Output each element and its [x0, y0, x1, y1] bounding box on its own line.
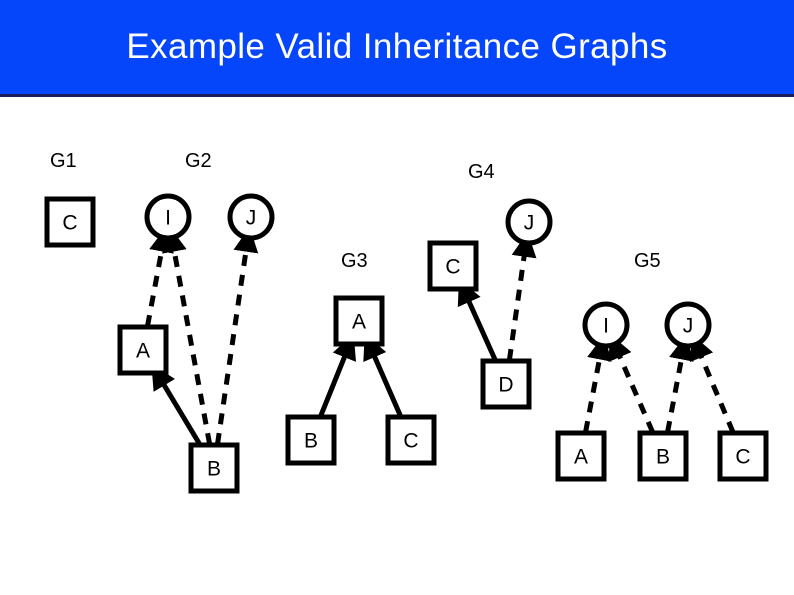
page-title: Example Valid Inheritance Graphs: [126, 27, 668, 66]
node-g3-c-shape[interactable]: [385, 414, 437, 466]
node-g5-c-shape[interactable]: [717, 430, 769, 482]
edge-g4-d-to-c: [457, 279, 498, 362]
node-g4-j-label: J: [524, 212, 535, 235]
graph-label-g3: G3: [341, 250, 368, 272]
node-g1-c-label: C: [62, 212, 77, 235]
node-g1-c-shape[interactable]: [44, 196, 96, 248]
edge-g5-a-to-i: [583, 334, 612, 433]
node-g4-c-shape[interactable]: [427, 240, 479, 292]
node-g2-i-label: I: [165, 207, 171, 230]
node-g2-j-label: J: [246, 207, 257, 230]
edge-g2-b-to-i: [162, 226, 213, 445]
node-g2-i-shape[interactable]: [144, 193, 192, 241]
node-g4-d-shape[interactable]: [480, 358, 532, 410]
node-g5-i-label: I: [603, 315, 609, 338]
graph-label-g4: G4: [468, 161, 495, 183]
edge-g2-a-to-i: [145, 226, 174, 327]
node-g5-j-shape[interactable]: [664, 301, 712, 349]
nodes-layer: C I J A B A B C J C D I J A B C: [44, 193, 769, 494]
node-g5-i-shape[interactable]: [582, 301, 630, 349]
node-g3-b-label: B: [304, 430, 318, 453]
node-g2-b-shape[interactable]: [188, 442, 240, 494]
node-g5-a-label: A: [574, 446, 588, 469]
graph-label-g2: G2: [185, 150, 212, 172]
edge-g3-c-to-a: [363, 334, 403, 418]
edges-layer: [145, 226, 736, 446]
node-g3-c-label: C: [403, 430, 418, 453]
graph-label-g1: G1: [50, 150, 77, 172]
edge-g5-b-to-i: [608, 334, 655, 433]
edge-g5-c-to-j: [690, 334, 736, 433]
node-g2-a-label: A: [136, 340, 150, 363]
edge-g2-b-to-j: [215, 226, 259, 445]
graph-label-g5: G5: [634, 250, 661, 272]
node-g5-c-label: C: [735, 446, 750, 469]
edge-g2-b-to-a: [151, 364, 202, 446]
node-g2-a-shape[interactable]: [117, 324, 169, 376]
node-g4-d-label: D: [498, 374, 513, 397]
node-g4-j-shape[interactable]: [505, 198, 553, 246]
node-g3-a-shape[interactable]: [333, 295, 385, 347]
node-g3-a-label: A: [352, 311, 366, 334]
node-g5-b-label: B: [656, 446, 670, 469]
node-g2-j-shape[interactable]: [227, 193, 275, 241]
title-banner: [0, 0, 794, 97]
node-g3-b-shape[interactable]: [285, 414, 337, 466]
edge-g3-b-to-a: [318, 334, 356, 417]
node-g4-c-label: C: [445, 256, 460, 279]
node-g5-a-shape[interactable]: [555, 430, 607, 482]
edge-g4-d-to-j: [506, 231, 537, 361]
node-g5-j-label: J: [683, 315, 694, 338]
node-g5-b-shape[interactable]: [637, 430, 689, 482]
node-g2-b-label: B: [207, 458, 221, 481]
edge-g5-b-to-j: [665, 334, 694, 433]
